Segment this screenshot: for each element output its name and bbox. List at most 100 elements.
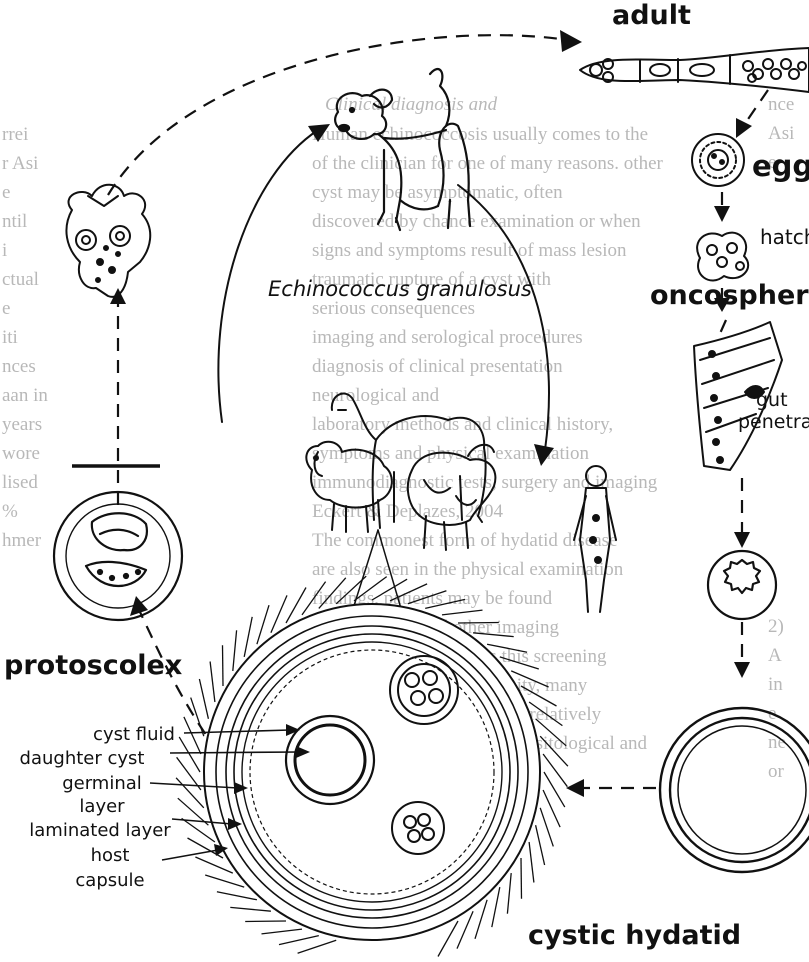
hatch-stroke bbox=[217, 892, 257, 900]
bleed-left-line: lised bbox=[2, 472, 38, 493]
bleed-left-line: rrei bbox=[2, 124, 28, 145]
hatch-stroke bbox=[230, 907, 271, 911]
egg-label: egg bbox=[752, 149, 809, 183]
protoscolex-figure bbox=[54, 492, 182, 620]
bleed-left-line: ctual bbox=[2, 269, 39, 290]
hatch-stroke bbox=[244, 617, 252, 657]
hatch-stroke bbox=[529, 842, 534, 883]
hatch-stroke bbox=[492, 887, 500, 927]
bleed-right-line: in bbox=[768, 674, 783, 695]
hatch-stroke bbox=[199, 679, 208, 719]
oncosphere-label: oncosphere bbox=[650, 280, 809, 311]
hatch-stroke bbox=[536, 825, 545, 865]
hatch-stroke bbox=[540, 808, 553, 847]
bleed-right-margin: nceAsie2)Aineneor bbox=[768, 94, 794, 782]
arrowhead-adult bbox=[560, 30, 582, 52]
hatch-stroke bbox=[210, 662, 215, 703]
arrowhead-egg bbox=[736, 118, 752, 138]
hatch-stroke bbox=[195, 857, 232, 873]
bleed-body-line: neurological and bbox=[312, 385, 440, 406]
hatch-stroke bbox=[475, 900, 487, 939]
arrow-to-gut bbox=[718, 320, 726, 338]
bleed-right-line: 2) bbox=[768, 616, 784, 637]
bleed-body-line: diagnosis of clinical presentation bbox=[312, 356, 563, 377]
germinal-label: germinal bbox=[62, 773, 142, 794]
arrowhead-hydatid bbox=[566, 779, 584, 797]
hatch-stroke bbox=[257, 605, 269, 644]
hatch-stroke bbox=[233, 630, 237, 671]
scolex-evaginated bbox=[66, 185, 150, 297]
bleed-left-line: ntil bbox=[2, 211, 27, 232]
host-label: host bbox=[91, 845, 130, 866]
arrow-adult-to-egg bbox=[742, 90, 768, 128]
adult-tapeworm bbox=[580, 48, 809, 92]
hatch-stroke bbox=[262, 929, 303, 934]
bleed-right-line: or bbox=[768, 761, 785, 782]
layer-label: layer bbox=[79, 796, 125, 817]
hatch-stroke bbox=[279, 936, 319, 945]
bleed-left-line: aan in bbox=[2, 385, 48, 406]
bleed-body-line: signs and symptoms result of mass lesion bbox=[312, 240, 627, 261]
capsule-label: capsule bbox=[75, 870, 144, 891]
hatch-stroke bbox=[191, 698, 204, 737]
title-label: Echinococcus granulosus bbox=[268, 277, 532, 301]
hatch-stroke bbox=[179, 737, 200, 772]
cyst-structure-labels: cyst fluid daughter cyst germinal layer … bbox=[20, 724, 175, 891]
hatch-stroke bbox=[442, 610, 483, 615]
developing-cyst-large bbox=[660, 708, 809, 872]
daughter-cyst-left bbox=[286, 716, 374, 804]
hatching-stage bbox=[697, 233, 748, 281]
bleed-body-line: discovered by chance examination or when bbox=[312, 211, 641, 232]
bleed-right-line: nce bbox=[768, 94, 794, 115]
hatch-stroke bbox=[521, 858, 522, 899]
hatch-stroke bbox=[544, 772, 565, 807]
bleed-left-line: % bbox=[2, 501, 18, 522]
bleed-right-line: Asi bbox=[768, 123, 794, 144]
egg-stage bbox=[692, 134, 744, 186]
laminated-layer-label: laminated layer bbox=[29, 820, 171, 841]
hatch-stroke bbox=[457, 911, 473, 948]
cystic-hydatid-label: cystic hydatid bbox=[528, 920, 741, 951]
bleed-body-line: imaging and serological procedures bbox=[312, 327, 583, 348]
bleed-body-line: Human echinococcosis usually comes to th… bbox=[312, 124, 648, 145]
bleed-left-line: nces bbox=[2, 356, 36, 377]
cyst-fluid-label: cyst fluid bbox=[93, 724, 175, 745]
bleed-left-line: hmer bbox=[2, 530, 42, 551]
bleed-body-line: are also seen in the physical examinatio… bbox=[312, 559, 624, 580]
bleed-body-line: cyst may be asymptomatic, often bbox=[312, 182, 563, 203]
daughter-cyst-label: daughter cyst bbox=[20, 748, 145, 769]
hatch-stroke bbox=[298, 940, 337, 953]
egg-cluster-in-segment bbox=[743, 59, 806, 82]
hatch-stroke bbox=[176, 778, 204, 808]
adult-label: adult bbox=[612, 0, 691, 31]
arrow-livestock-to-dog bbox=[218, 130, 318, 422]
bleed-body-line: serious consequences bbox=[312, 298, 475, 319]
penetration-label: penetrat bbox=[738, 411, 809, 433]
hatch-stroke bbox=[543, 754, 567, 787]
arrowhead-large-cyst bbox=[734, 662, 750, 678]
bleed-left-line: e bbox=[2, 298, 10, 319]
bleed-left-line: iti bbox=[2, 327, 18, 348]
hatch-stroke bbox=[458, 623, 499, 624]
hatch-stroke bbox=[245, 921, 286, 922]
arrowhead-small-cyst bbox=[734, 532, 750, 548]
bleed-body-line: The commonest form of hydatid disease bbox=[312, 530, 618, 551]
hatch-stroke bbox=[286, 588, 306, 624]
bleed-left-line: years bbox=[2, 414, 42, 435]
hatch-stroke bbox=[438, 921, 458, 957]
bleed-left-line: wore bbox=[2, 443, 40, 464]
arrowhead-hatching bbox=[714, 206, 730, 222]
protoscolex-label: protoscolex bbox=[4, 650, 182, 681]
developing-cyst-small bbox=[708, 551, 776, 619]
gut-label: gut bbox=[756, 389, 788, 411]
bleed-right-line: ne bbox=[768, 732, 786, 753]
hatch-stroke bbox=[507, 873, 511, 914]
hatch-stroke bbox=[205, 875, 244, 887]
bleed-right-line: A bbox=[768, 645, 782, 666]
hatch-stroke bbox=[223, 645, 224, 686]
bleed-left-line: r Asi bbox=[2, 153, 38, 174]
bleed-left-line: i bbox=[2, 240, 7, 261]
bleed-body-line: of the clinician for one of many reasons… bbox=[312, 153, 664, 174]
